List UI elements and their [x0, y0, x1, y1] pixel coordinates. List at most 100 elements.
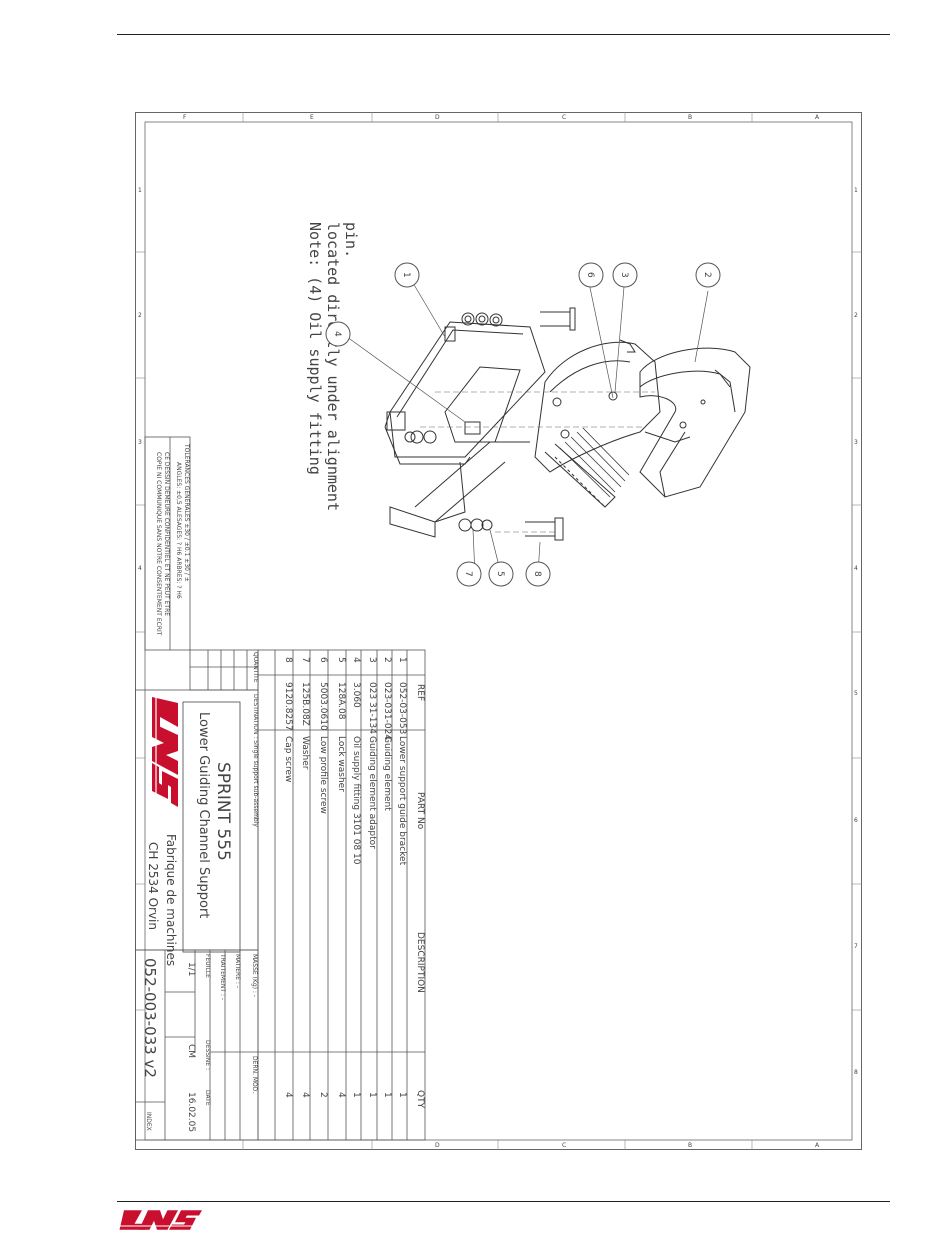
company-name: Fabrique de machines: [164, 834, 178, 966]
zone-ticks: [135, 112, 862, 1150]
bom-cell-qty: 1: [382, 1092, 392, 1098]
drawing-subtitle: Lower Guiding Channel Support: [196, 712, 211, 918]
date-value: 16.02.05: [186, 1092, 196, 1132]
bom-cell-desc: Washer: [300, 736, 310, 770]
balloon-4: 4: [325, 321, 351, 347]
lns-logo: [118, 1207, 202, 1237]
zone-number-left-4: 4: [138, 565, 142, 572]
zone-number-right-1: 1: [854, 187, 858, 194]
bom-cell-ref: 2: [382, 657, 392, 663]
balloon-8: 8: [525, 561, 551, 587]
bom-cell-desc: Oil supply fitting 3101 08 10: [351, 736, 361, 865]
balloons: 1 2 3 4 5 6 7 8: [325, 262, 721, 587]
bom-cell-part: 052-03-053: [397, 682, 407, 734]
svg-text:3: 3: [619, 272, 629, 278]
adaptor-outline: [534, 341, 661, 473]
svg-text:1: 1: [401, 272, 411, 278]
lns-logo-letter-s: [152, 763, 178, 807]
bom-cell-qty: 2: [318, 1092, 328, 1098]
material-label: MATIERE : -: [234, 954, 241, 988]
bom-table: [257, 649, 426, 1141]
zone-number-right-5: 5: [854, 690, 858, 697]
support-bracket-outline: [389, 321, 546, 458]
balloon-6: 6: [578, 262, 604, 288]
bom-header-qty: QTY: [415, 1090, 425, 1109]
mass-label: MASSE (Kg) : -: [251, 954, 258, 997]
bom-cell-ref: 1: [397, 657, 407, 663]
angles-text: ANGLES: ±0,5 ALESAGES: ? H6 ARBRES: ? H6: [175, 462, 182, 599]
svg-text:5: 5: [495, 571, 505, 577]
balloon-1: 1: [394, 262, 420, 288]
zone-number-right-8: 8: [854, 1069, 858, 1076]
title-block-logo: [152, 695, 178, 807]
bom-cell-ref: 8: [283, 657, 293, 663]
sheet-outer-frame: [135, 112, 862, 1150]
bom-cell-qty: 4: [283, 1092, 293, 1098]
bom-cell-ref: 5: [336, 657, 346, 663]
zone-letter-top-6: A: [815, 114, 820, 121]
guiding-element-outline: [639, 347, 751, 498]
balloon-3: 3: [612, 262, 638, 288]
bom-cell-desc: Lock washer: [336, 736, 346, 792]
svg-text:8: 8: [532, 571, 542, 577]
dern-mod-label: DERN. MOD.: [251, 1056, 258, 1093]
header-rule: [117, 34, 890, 35]
drawing-sheet: F E D C B A D C B A 1 2 3 4 1 2 3 4 5 6 …: [135, 112, 862, 1150]
balloon-leaders: [342, 277, 709, 576]
dessine-label: DESSINE :: [204, 1040, 211, 1070]
zone-number-left-3: 3: [138, 439, 142, 446]
bom-cell-part: 125B.08Z: [300, 682, 310, 726]
balloon-5: 5: [488, 561, 514, 587]
bom-cell-part: 023-031-024: [382, 682, 392, 740]
zone-number-right-7: 7: [854, 943, 858, 950]
title-block: [135, 689, 259, 1141]
bom-cell-ref: 6: [318, 657, 328, 663]
treatment-label: TRAITEMENT : -: [219, 953, 226, 1000]
bom-header-part: PART No: [415, 792, 425, 830]
bom-header-desc: DESCRIPTION: [415, 932, 425, 993]
zone-letter-top-1: F: [183, 114, 187, 121]
note-line-3: pin.: [342, 222, 360, 258]
zone-number-right-6: 6: [854, 817, 858, 824]
zone-number-right-3: 3: [854, 439, 858, 446]
zone-letter-top-4: C: [562, 114, 566, 121]
bom-cell-qty: 1: [367, 1092, 377, 1098]
bom-cell-desc: Guiding element adaptor: [367, 736, 377, 849]
destination-text: DESTINATION : Single support sub-assembl…: [252, 694, 259, 827]
bom-cell-desc: Low profile screw: [318, 736, 328, 814]
note-line-1: Note: (4) Oil supply fitting: [306, 222, 324, 475]
zone-number-right-2: 2: [854, 312, 858, 319]
bom-cell-part: 5003.0610: [318, 682, 328, 731]
exploded-assembly-view: [384, 307, 751, 541]
bom-cell-ref: 4: [351, 657, 361, 663]
zone-letter-top-5: B: [688, 114, 692, 121]
date-label: DATE: [204, 1090, 211, 1106]
note-line-2: located directly under alignment: [324, 222, 342, 511]
bom-cell-ref: 7: [300, 657, 310, 663]
confidential-line-2: COPIE NI COMMUNIQUE SANS NOTRE CONSENTEM…: [155, 452, 162, 636]
zone-number-left-1: 1: [138, 187, 142, 194]
zone-number-right-4: 4: [854, 565, 858, 572]
zone-letter-bottom-4: C: [562, 1142, 566, 1149]
dessine-value: CM: [186, 1044, 196, 1058]
zone-number-left-2: 2: [138, 312, 142, 319]
svg-text:6: 6: [585, 272, 595, 278]
bom-cell-desc: Guiding element: [382, 736, 392, 811]
bom-cell-ref: 3: [367, 657, 377, 663]
index-label: INDEX: [145, 1112, 152, 1131]
company-address: CH 2534 Orvin: [146, 842, 160, 930]
bom-cell-desc: Lower support guide bracket: [397, 736, 407, 866]
svg-text:4: 4: [332, 331, 342, 337]
bom-cell-part: 9120.8257: [283, 682, 293, 731]
bom-cell-part: 3.060: [351, 682, 361, 708]
drawing-title: SPRINT 555: [213, 762, 233, 861]
bom-cell-qty: 1: [397, 1092, 407, 1098]
svg-text:7: 7: [463, 571, 473, 577]
feuille-label: FEUILLE: [204, 954, 211, 978]
zone-letter-top-2: E: [310, 114, 314, 121]
zone-letter-top-3: D: [435, 114, 440, 121]
zone-letter-bottom-5: B: [688, 1142, 692, 1149]
bom-cell-part: 128A.08: [336, 682, 346, 720]
feuille-value: 1/1: [186, 962, 196, 976]
